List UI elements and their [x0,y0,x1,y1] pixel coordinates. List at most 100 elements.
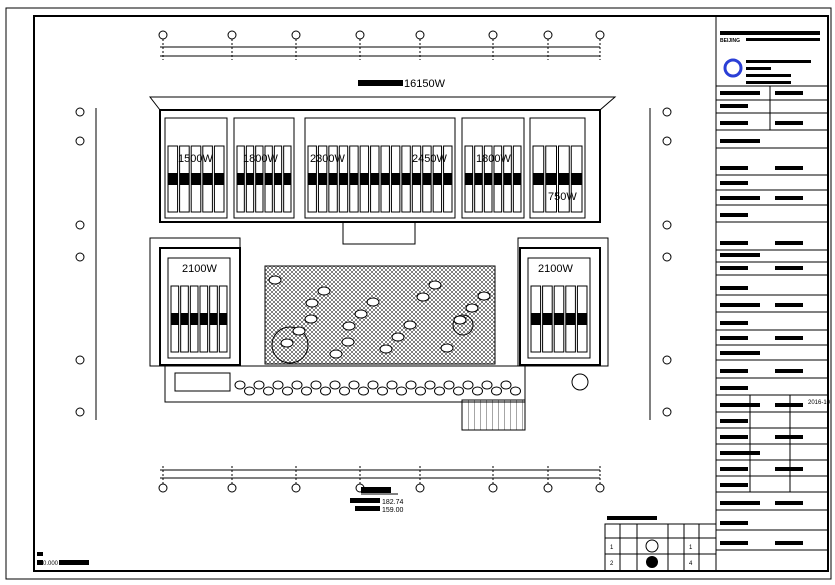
equipment-rack-label [265,173,273,185]
room-load-label: 2450W [412,153,447,165]
equipment-rack-label [191,173,201,185]
main-hall [159,109,601,223]
equipment-rack-label [283,173,291,185]
equipment-rack-label [171,313,179,325]
equipment-rack-label [474,173,483,185]
equipment-rack-label [443,173,452,185]
room-outline [461,117,525,219]
equipment-rack-label [214,173,224,185]
general-note: 0.000 [37,552,89,567]
room-load-label: 1800W [243,153,278,165]
grid-bubble [75,220,85,230]
stone [366,297,380,307]
stone [386,380,398,390]
east-wing [517,237,609,367]
grid-bubble [415,483,425,493]
equipment-rack-label [494,173,502,185]
equipment-rack-label [370,173,379,185]
grid-bubble [291,483,301,493]
legend-no: 1 [610,545,614,551]
stone [428,280,442,290]
stone [348,380,360,390]
stone [416,292,430,302]
equipment-rack-label [533,173,544,185]
grid-bubble [291,30,301,40]
equipment-rack-label [554,313,564,325]
stone [253,380,265,390]
company-name-en-rest [746,38,820,41]
equipment-rack-label [318,173,327,185]
room-load-label: 2100W [182,263,217,275]
stone [465,303,479,313]
room-outline [164,117,228,219]
grid-bubble [662,252,672,262]
stone [342,321,356,331]
grid-bubble [488,30,498,40]
stairs [461,399,526,431]
lamp-legend-table: 1 2 1 4 [604,516,717,572]
grid-bubble [75,252,85,262]
stone [453,315,467,325]
spotlight-icon [646,556,658,568]
grid-bubble [75,407,85,417]
legend-no: 2 [610,561,614,567]
grid-bubble [227,30,237,40]
stone [415,386,426,396]
control-cabinet [174,372,231,392]
stone [367,380,379,390]
grid-bubble [75,136,85,146]
stone [329,380,341,390]
stone [391,332,405,342]
stone [291,380,303,390]
entrance-steps [342,221,416,245]
stone [491,386,502,396]
equipment-rack-label [542,313,553,325]
stone [377,386,388,396]
stone [443,380,455,390]
stone [329,349,343,359]
stone [379,344,393,354]
legend-qty: 4 [689,561,693,567]
stone [282,386,293,396]
company-logo-icon [723,58,743,78]
stone [440,343,454,353]
stone [301,386,312,396]
note-elevation: 0.000 [43,561,59,567]
equipment-rack-label [422,173,432,185]
stone [234,380,246,390]
grid-bubble [75,107,85,117]
dimension-lines [95,46,651,479]
equipment-rack-label [308,173,317,185]
equipment-rack-label [513,173,521,185]
stone [396,386,407,396]
room-load-label: 750W [548,191,577,203]
stone [500,380,512,390]
room-outline [304,117,456,219]
room-outline [527,257,591,359]
stone [477,291,491,301]
area-summary: 182.74 159.00 [350,487,404,514]
grid-bubble [662,220,672,230]
equipment-rack-label [503,173,512,185]
equipment-rack-label [412,173,421,185]
room-outline [233,117,295,219]
room-load-label: 1800W [476,153,511,165]
title-block: BEIJING 2016-10 [715,16,831,571]
room-load-label: 1500W [178,153,213,165]
equipment-rack-label [433,173,442,185]
company-name-en: BEIJING [720,38,740,44]
area-value-1: 182.74 [382,499,404,506]
room-load-label: 2100W [538,263,573,275]
grid-bubble [158,30,168,40]
equipment-rack-label [237,173,245,185]
equipment-rack-label [381,173,390,185]
stone [434,386,445,396]
stone [268,275,282,285]
company-name-cn [720,31,820,35]
grid-axis-bubbles [75,30,672,493]
equipment-rack-label [545,173,557,185]
equipment-rack-label [484,173,492,185]
stone [305,298,319,308]
grid-bubble [662,407,672,417]
